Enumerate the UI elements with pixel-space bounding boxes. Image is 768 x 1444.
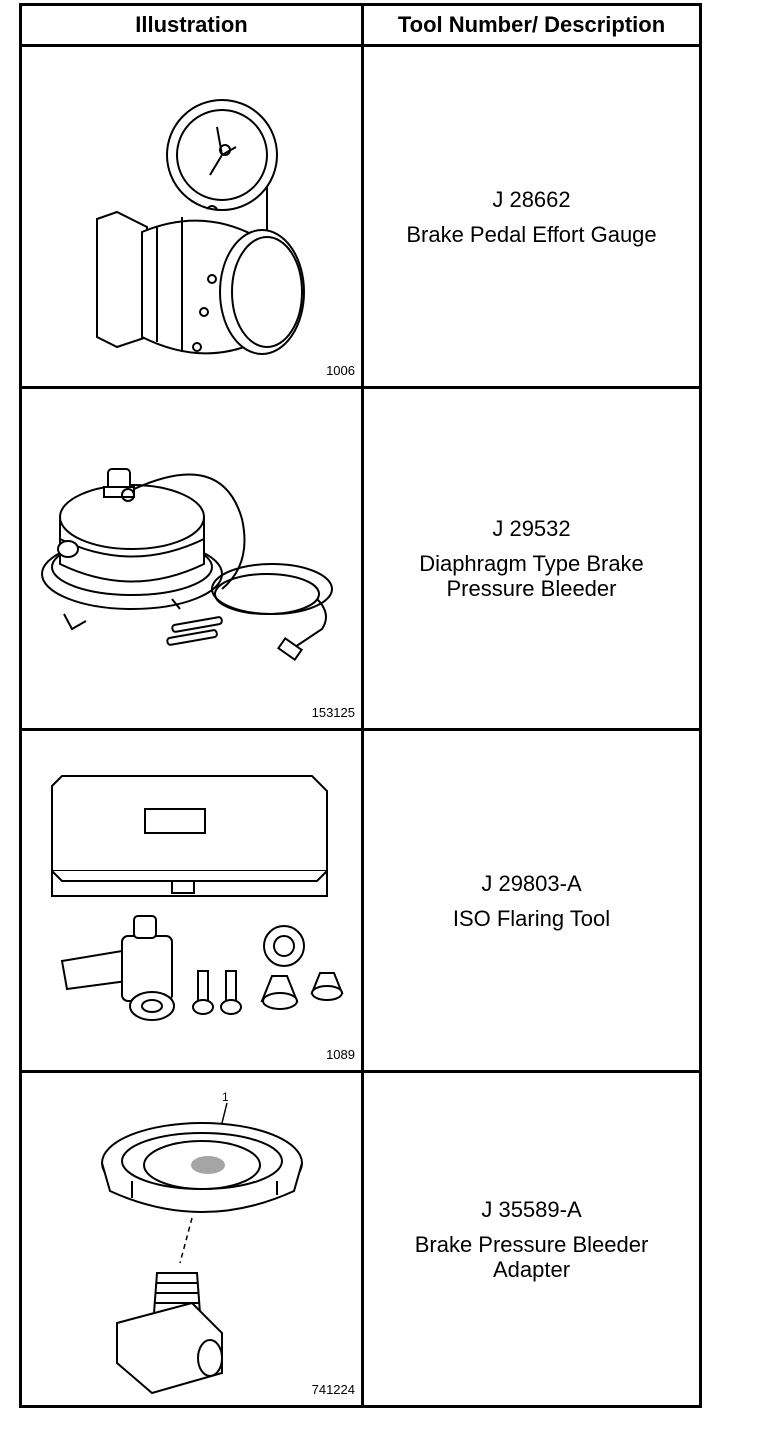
tool-number: J 29532 — [492, 516, 571, 541]
tool-number: J 29803-A — [481, 870, 582, 896]
tool-description-line-1: Brake Pressure Bleeder — [414, 1231, 649, 1257]
header-illustration: Illustration — [135, 12, 248, 37]
row-divider — [22, 1070, 699, 1073]
illustration-cell-1: 1006 — [22, 47, 361, 386]
figure-number: 741224 — [311, 1382, 355, 1397]
illustration-cell-3: 1089 — [22, 731, 361, 1070]
description-cell-4: J 35589-A Brake Pressure Bleeder Adapter — [364, 1073, 699, 1405]
pedal-effort-gauge-icon — [22, 47, 361, 386]
tool-table: Illustration Tool Number/ Description — [19, 3, 702, 1408]
tool-number: J 28662 — [492, 186, 571, 212]
header-tool-description: Tool Number/ Description — [397, 12, 666, 37]
illustration-cell-4: 1 741224 — [22, 1073, 361, 1405]
figure-number: 1089 — [326, 1047, 355, 1062]
description-cell-1: J 28662 Brake Pedal Effort Gauge — [364, 47, 699, 386]
column-divider — [361, 6, 364, 1405]
flaring-tool-kit-icon — [22, 731, 361, 1070]
tool-number: J 35589-A — [481, 1196, 582, 1222]
tool-description: ISO Flaring Tool — [452, 905, 611, 931]
illustration-cell-2: 153125 — [22, 389, 361, 728]
description-cell-2: J 29532 Diaphragm Type Brake Pressure Bl… — [364, 389, 699, 728]
figure-number: 153125 — [311, 705, 355, 720]
pressure-bleeder-icon — [22, 389, 361, 728]
tool-description-line-2: Pressure Bleeder — [446, 576, 617, 601]
figure-number: 1006 — [326, 363, 355, 378]
tool-description: Brake Pedal Effort Gauge — [406, 221, 657, 247]
callout-number: 1 — [222, 1090, 229, 1104]
tool-description-line-2: Adapter — [492, 1256, 571, 1282]
header-divider — [22, 44, 699, 47]
row-divider — [22, 728, 699, 731]
row-divider — [22, 386, 699, 389]
description-cell-3: J 29803-A ISO Flaring Tool — [364, 731, 699, 1070]
tool-description-line-1: Diaphragm Type Brake — [419, 551, 644, 576]
bleeder-adapter-icon: 1 — [22, 1090, 361, 1405]
